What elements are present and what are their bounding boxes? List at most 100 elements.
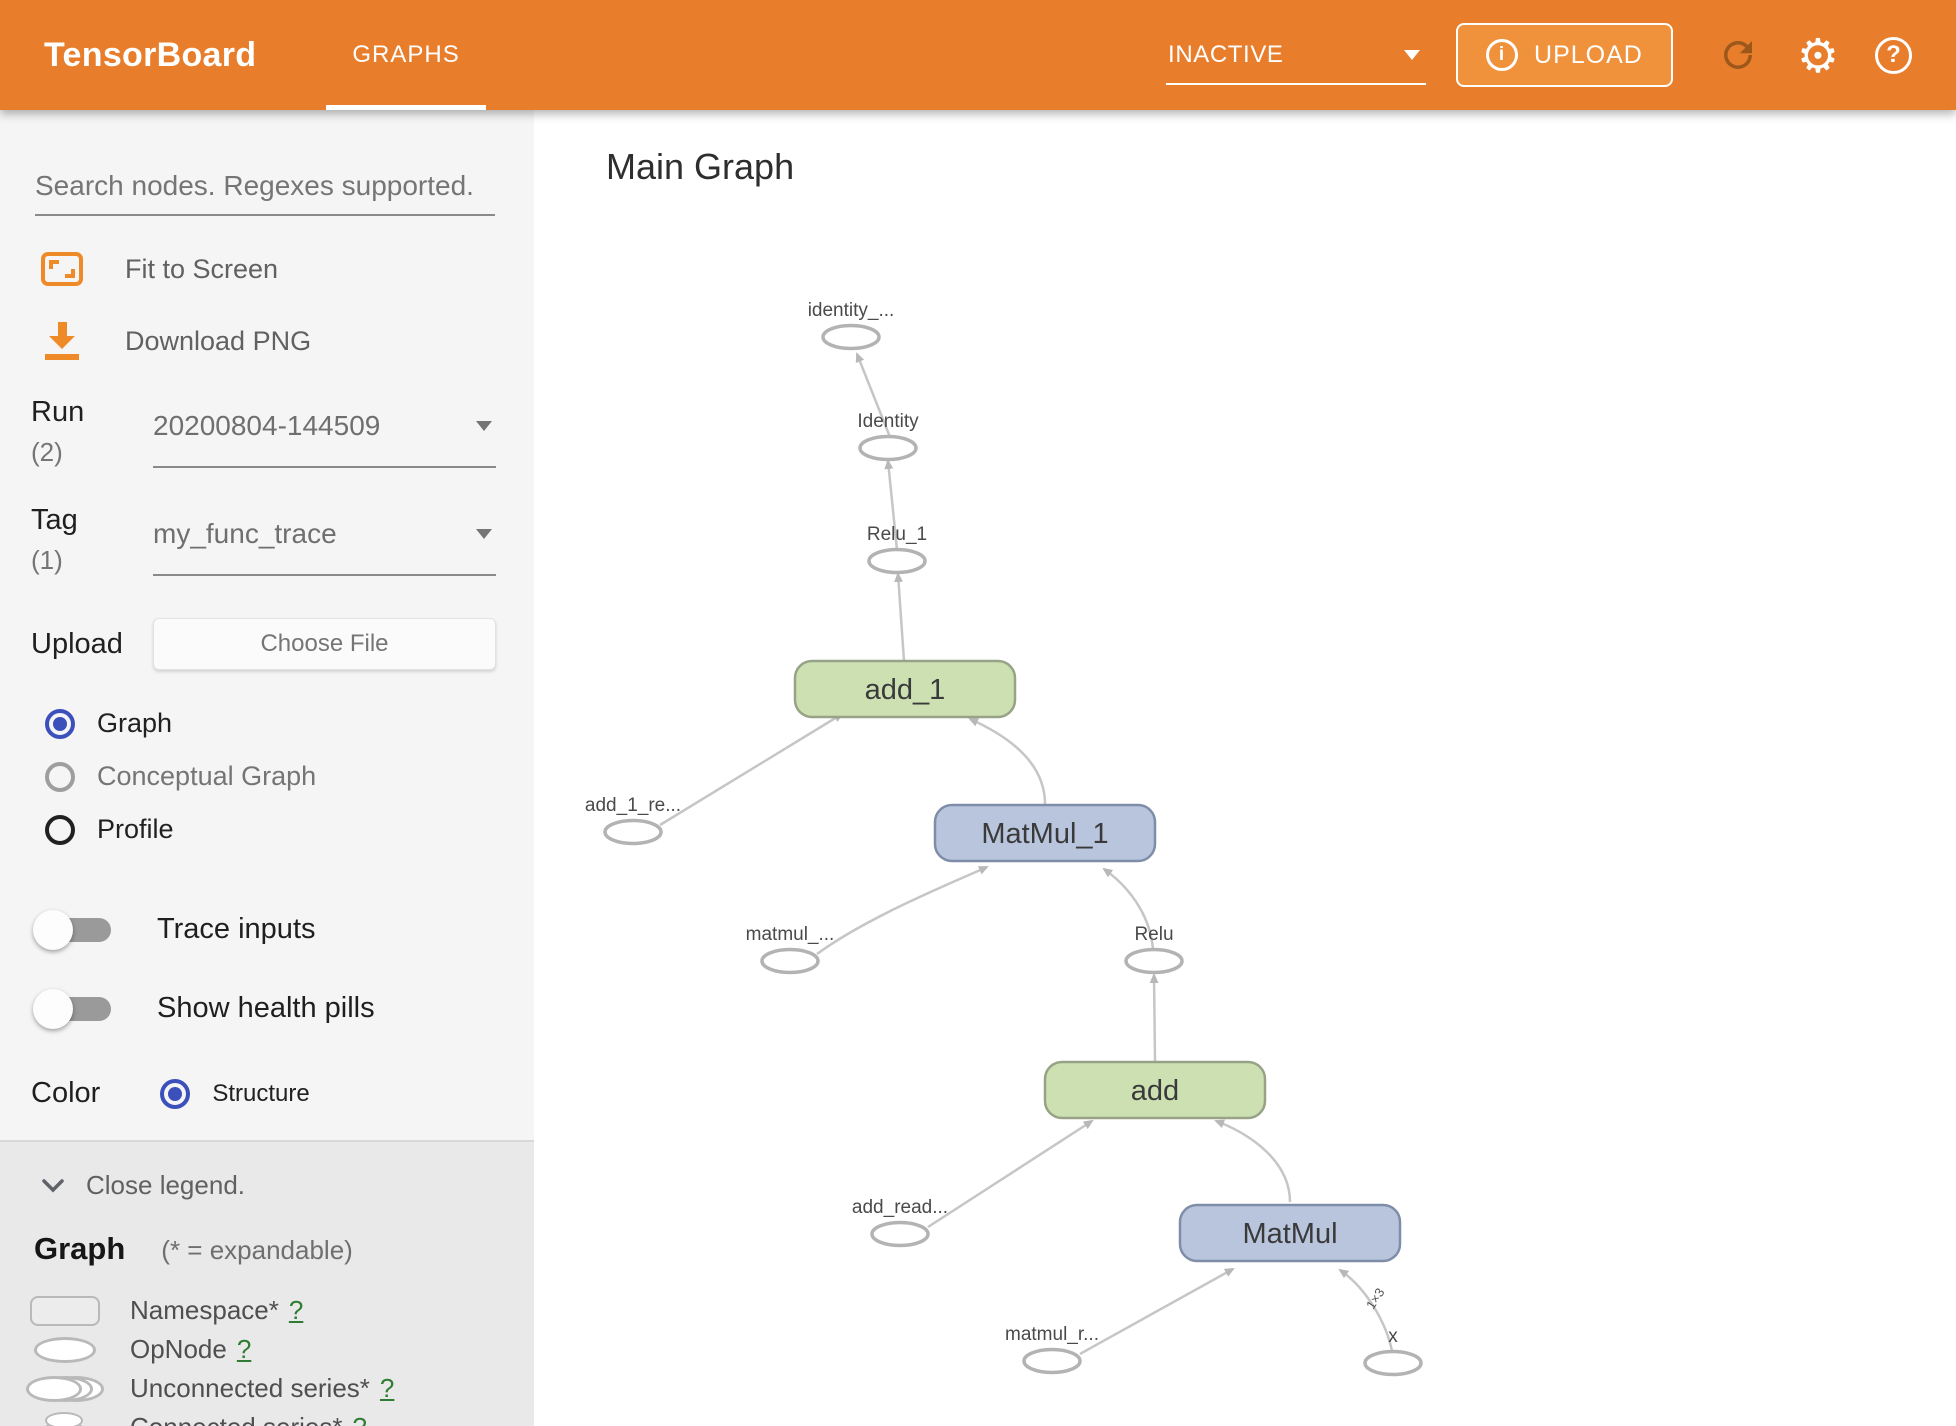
upload-field-label: Upload <box>31 627 123 660</box>
radio-conceptual-graph[interactable]: Conceptual Graph <box>45 761 534 792</box>
legend-item-opnode: OpNode? <box>0 1330 534 1369</box>
node-label-matmul_1: MatMul_1 <box>981 818 1108 850</box>
choose-file-button[interactable]: Choose File <box>153 618 496 670</box>
node-add_1[interactable] <box>793 659 1017 719</box>
fit-to-screen-button[interactable]: Fit to Screen <box>41 252 534 286</box>
graph-edge <box>1338 1268 1394 1352</box>
settings-button[interactable]: ⚙ <box>1797 32 1839 79</box>
graph-svg: 1×3identity_...IdentityRelu_1add_1add_1_… <box>585 300 1423 1377</box>
help-link[interactable]: ? <box>288 1295 304 1325</box>
node-label-matmul_r: matmul_r... <box>1005 1324 1099 1345</box>
radio-selected-icon <box>45 708 75 739</box>
radio-icon <box>45 761 75 792</box>
health-pills-row: Show health pills <box>33 988 534 1029</box>
radio-icon <box>45 814 75 845</box>
graph-edge <box>1102 867 1155 950</box>
tab-graphs[interactable]: GRAPHS <box>326 0 487 110</box>
run-select[interactable]: 20200804-144509 <box>153 396 496 468</box>
node-label-add_1: add_1 <box>865 674 946 706</box>
node-matmul_1[interactable] <box>933 803 1157 863</box>
node-label-relu: Relu <box>1134 924 1173 945</box>
node-matmul_r[interactable] <box>1022 1347 1082 1375</box>
close-legend-button[interactable]: Close legend. <box>42 1170 534 1201</box>
info-icon: i <box>1486 39 1519 71</box>
nav-tabs: GRAPHS <box>326 0 487 110</box>
node-identity_[interactable] <box>821 323 881 351</box>
legend-item-unconnected-series: Unconnected series*? <box>0 1369 534 1408</box>
upload-field: Upload Choose File <box>31 618 496 670</box>
legend-note: (* = expandable) <box>161 1235 353 1265</box>
sidebar: Fit to Screen Download PNG Run (2) 20200… <box>0 110 534 1426</box>
help-link[interactable]: ? <box>236 1334 252 1364</box>
node-label-add_read: add_read... <box>852 1197 948 1218</box>
chevron-down-icon <box>42 1178 64 1192</box>
topbar-actions: INACTIVE i UPLOAD ⚙ ? <box>1166 23 1912 87</box>
refresh-button[interactable] <box>1717 34 1759 76</box>
graph-edge <box>968 717 1047 805</box>
download-png-button[interactable]: Download PNG <box>41 322 534 360</box>
download-png-label: Download PNG <box>125 325 312 356</box>
node-label-add_1_re: add_1_re... <box>585 795 681 816</box>
help-link[interactable]: ? <box>352 1412 366 1426</box>
chevron-down-icon <box>476 529 492 539</box>
graph-edge <box>1214 1119 1292 1203</box>
app-header: TensorBoard GRAPHS INACTIVE i UPLOAD ⚙ ? <box>0 0 1956 110</box>
unconnected-series-swatch <box>26 1375 104 1402</box>
legend-title: Graph <box>34 1231 126 1266</box>
node-label-x: x <box>1388 1326 1398 1347</box>
legend-item-namespace: Namespace*? <box>0 1291 534 1330</box>
node-relu_1[interactable] <box>867 547 927 575</box>
node-add_1_re[interactable] <box>603 818 663 846</box>
health-pills-toggle[interactable] <box>33 988 111 1029</box>
node-label-matmul: MatMul <box>1242 1218 1337 1250</box>
graph-edge <box>927 1119 1094 1229</box>
run-count: (2) <box>31 437 63 467</box>
graph-edge <box>894 572 906 662</box>
tag-label: Tag <box>31 504 78 536</box>
node-x[interactable] <box>1363 1349 1423 1377</box>
download-icon <box>41 322 83 360</box>
edge-label: 1×3 <box>1363 1285 1388 1312</box>
environment-select[interactable]: INACTIVE <box>1166 25 1427 85</box>
radio-graph[interactable]: Graph <box>45 708 534 739</box>
help-button[interactable]: ? <box>1875 36 1912 74</box>
radio-profile[interactable]: Profile <box>45 814 534 845</box>
connected-series-swatch <box>45 1411 85 1426</box>
chevron-down-icon <box>1404 50 1421 60</box>
chevron-down-icon <box>476 421 492 431</box>
help-icon: ? <box>1875 36 1912 74</box>
upload-button-label: UPLOAD <box>1534 40 1643 69</box>
run-label: Run <box>31 396 85 428</box>
node-add[interactable] <box>1043 1060 1267 1120</box>
graph-type-options: Graph Conceptual Graph Profile <box>45 708 534 867</box>
gear-icon: ⚙ <box>1796 28 1839 82</box>
trace-inputs-toggle[interactable] <box>33 909 111 950</box>
trace-inputs-row: Trace inputs <box>33 909 534 950</box>
graph-edge <box>659 712 844 827</box>
node-label-identity: Identity <box>857 411 919 432</box>
node-matmul[interactable] <box>1178 1203 1402 1263</box>
node-label-identity_: identity_... <box>808 300 895 321</box>
node-label-add: add <box>1131 1075 1179 1107</box>
tab-graphs-label: GRAPHS <box>352 41 460 68</box>
opnode-swatch <box>34 1336 96 1363</box>
upload-button[interactable]: i UPLOAD <box>1456 23 1673 87</box>
legend-panel: Close legend. Graph (* = expandable) Nam… <box>0 1140 534 1426</box>
node-identity[interactable] <box>858 434 918 462</box>
node-add_read[interactable] <box>870 1220 930 1248</box>
help-link[interactable]: ? <box>379 1373 395 1403</box>
node-matmul_[interactable] <box>760 947 820 975</box>
color-option-label: Structure <box>212 1079 310 1107</box>
graph-edge <box>1149 973 1159 1062</box>
search-input[interactable] <box>35 166 495 216</box>
refresh-icon <box>1723 40 1752 69</box>
tag-select-value: my_func_trace <box>153 518 337 549</box>
tag-select[interactable]: my_func_trace <box>153 504 496 576</box>
radio-structure[interactable] <box>160 1078 191 1109</box>
color-label: Color <box>31 1077 101 1109</box>
node-relu[interactable] <box>1124 947 1184 975</box>
node-label-matmul_: matmul_... <box>746 924 835 945</box>
app-logo: TensorBoard <box>44 35 257 74</box>
graph-edge <box>855 352 892 438</box>
